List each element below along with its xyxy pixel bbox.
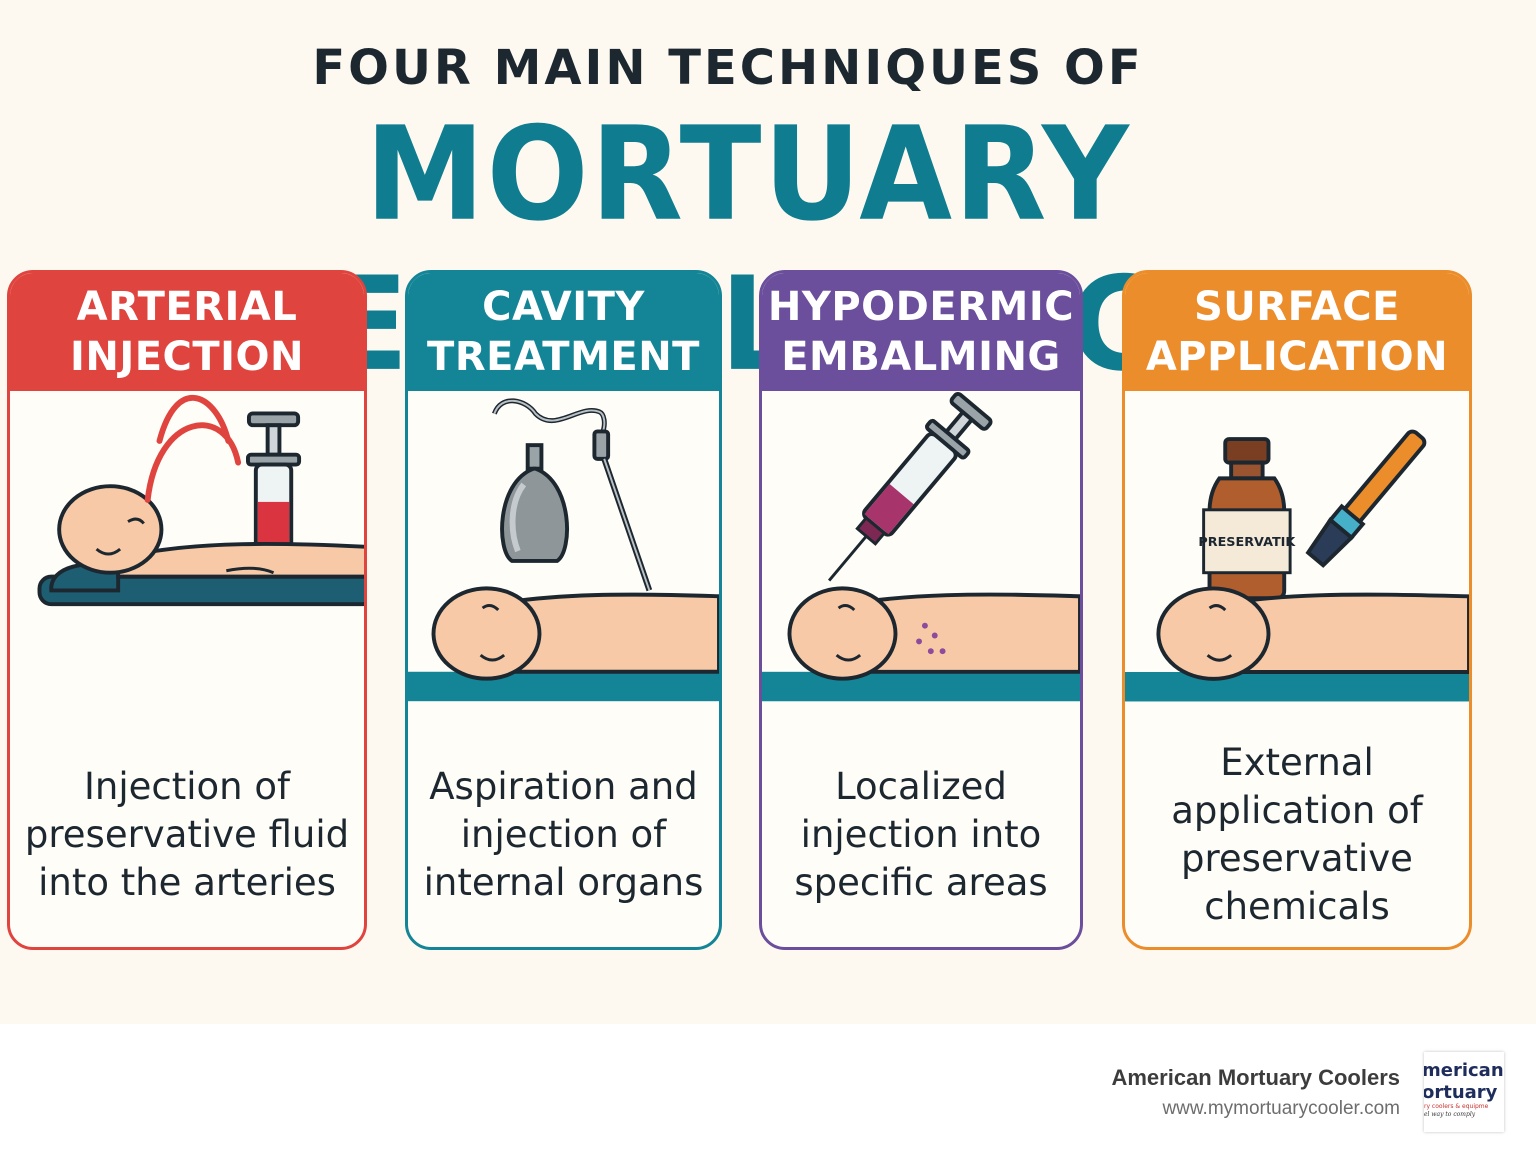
logo-line: el way to comply bbox=[1424, 1111, 1476, 1118]
syringe-icon bbox=[827, 392, 993, 582]
card-title-line: INJECTION bbox=[69, 334, 305, 380]
table-icon bbox=[1125, 671, 1469, 702]
person-icon bbox=[787, 586, 1080, 681]
arterial-illustration bbox=[10, 391, 364, 721]
card-title-line: CAVITY bbox=[482, 284, 645, 330]
preservative-bottle-icon: PRESERVATIK bbox=[1198, 437, 1296, 601]
poster-kicker: FOUR MAIN TECHNIQUES OF bbox=[312, 40, 1144, 96]
footer-brand: American Mortuary Coolers www.mymortuary… bbox=[1111, 1064, 1400, 1123]
company-url[interactable]: www.mymortuarycooler.com bbox=[1162, 1098, 1400, 1119]
card-description: Injection of preservative fluid into the… bbox=[24, 765, 350, 904]
aspirator-bulb-icon bbox=[492, 398, 607, 563]
cavity-illustration bbox=[408, 391, 719, 721]
technique-card-surface: SURFACE APPLICATION PRESERVATIK bbox=[1122, 270, 1472, 950]
brush-icon bbox=[1305, 429, 1427, 568]
table-icon bbox=[762, 671, 1080, 702]
table-icon bbox=[408, 671, 719, 702]
logo-line: ortuary bbox=[1424, 1082, 1498, 1103]
infographic-poster: FOUR MAIN TECHNIQUES OF MORTUARY EMBALMI… bbox=[0, 0, 1536, 1024]
card-title-line: APPLICATION bbox=[1145, 334, 1449, 380]
company-name: American Mortuary Coolers bbox=[1111, 1065, 1400, 1090]
person-icon bbox=[57, 484, 364, 579]
logo-line: ry coolers & equipme bbox=[1424, 1103, 1489, 1110]
card-title: ARTERIAL INJECTION bbox=[10, 273, 364, 391]
surface-illustration: PRESERVATIK bbox=[1125, 391, 1469, 721]
card-title: HYPODERMIC EMBALMING bbox=[762, 273, 1080, 391]
card-title: SURFACE APPLICATION bbox=[1125, 273, 1469, 391]
logo-line: merican bbox=[1424, 1060, 1504, 1081]
company-logo: merican ortuary ry coolers & equipme el … bbox=[1424, 1052, 1504, 1132]
bottle-label: PRESERVATIK bbox=[1198, 535, 1296, 550]
card-description: Aspiration and injection of internal org… bbox=[423, 765, 704, 904]
tube-icon bbox=[156, 394, 232, 444]
technique-card-arterial: ARTERIAL INJECTION bbox=[7, 270, 367, 950]
hypodermic-illustration bbox=[762, 391, 1080, 721]
card-title-line: ARTERIAL bbox=[76, 284, 298, 330]
card-description: Localized injection into specific areas bbox=[794, 765, 1048, 904]
technique-card-hypodermic: HYPODERMIC EMBALMING bbox=[759, 270, 1083, 950]
technique-card-cavity: CAVITY TREATMENT bbox=[405, 270, 722, 950]
trocar-icon bbox=[592, 429, 653, 592]
card-title-line: SURFACE bbox=[1194, 284, 1400, 330]
card-title-line: HYPODERMIC bbox=[767, 284, 1075, 330]
card-description: External application of preservative che… bbox=[1171, 741, 1423, 928]
card-title: CAVITY TREATMENT bbox=[408, 273, 719, 391]
card-title-line: EMBALMING bbox=[781, 334, 1061, 380]
card-title-line: TREATMENT bbox=[427, 334, 700, 380]
person-icon bbox=[431, 586, 719, 681]
person-icon bbox=[1156, 586, 1469, 681]
